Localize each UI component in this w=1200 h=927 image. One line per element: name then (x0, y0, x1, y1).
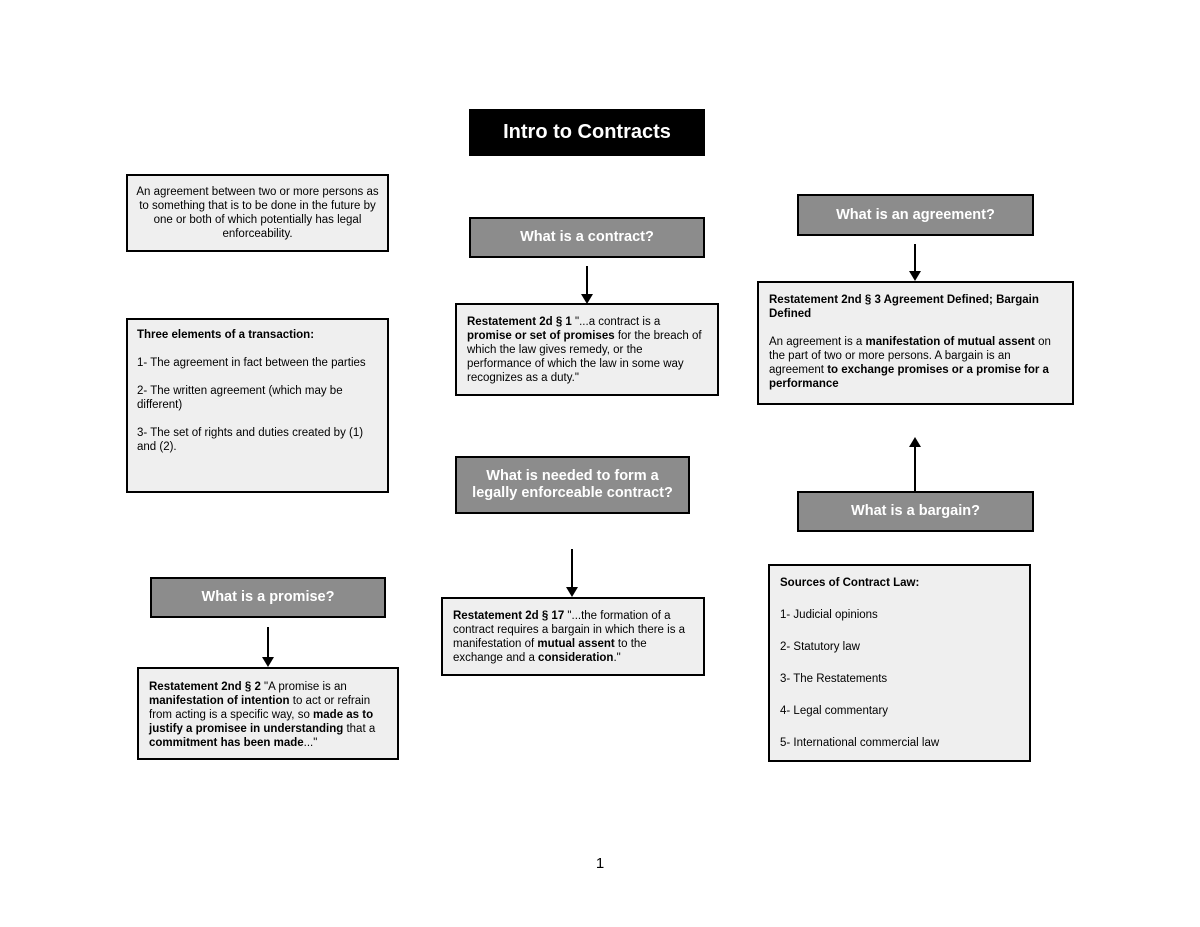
restatement-text: ." (613, 652, 621, 664)
restatement-ref: Restatement 2nd § 2 (149, 681, 261, 693)
restatement-emphasis: consideration (538, 652, 614, 664)
restatement-ref: Restatement 2d § 17 (453, 610, 565, 622)
agreement-definition-box: An agreement between two or more persons… (126, 174, 389, 252)
restatement-text: An agreement is a (769, 336, 866, 348)
what-is-agreement-header: What is an agreement? (797, 194, 1034, 236)
arrow-down-icon (908, 244, 922, 281)
restatement-3-box: Restatement 2nd § 3 Agreement Defined; B… (757, 281, 1074, 405)
restatement-2-box: Restatement 2nd § 2 "A promise is an man… (137, 667, 399, 760)
what-is-needed-header: What is needed to form a legally enforce… (455, 456, 690, 514)
what-is-promise-header: What is a promise? (150, 577, 386, 618)
restatement-emphasis: commitment has been made (149, 737, 304, 749)
source-item: 3- The Restatements (780, 673, 888, 685)
restatement-text: ..." (303, 737, 318, 749)
restatement-text: "...the formation of a contract requires… (453, 610, 686, 650)
source-item: 2- Statutory law (780, 641, 860, 653)
restatement-emphasis: made as to justify a promisee in underst… (149, 709, 374, 735)
source-item: 4- Legal commentary (780, 705, 889, 717)
restatement-emphasis: to exchange promises or a promise for a … (769, 364, 1049, 390)
arrow-down-icon (261, 627, 275, 667)
arrow-down-icon (580, 266, 594, 304)
page-number: 1 (595, 855, 605, 872)
restatement-emphasis: manifestation of intention (149, 695, 290, 707)
restatement-ref: Restatement 2nd § 3 Agreement Defined; B… (769, 294, 1039, 320)
sources-heading: Sources of Contract Law: (780, 577, 920, 589)
restatement-text: "A promise is an (260, 681, 347, 693)
restatement-emphasis: promise or set of promises (467, 330, 615, 342)
restatement-emphasis: manifestation of mutual assent (865, 336, 1035, 348)
transaction-elements-box: Three elements of a transaction: 1- The … (126, 318, 389, 493)
restatement-text: on the part of two or more persons. A ba… (769, 336, 1051, 376)
source-item: 5- International commercial law (780, 737, 940, 749)
what-is-bargain-header: What is a bargain? (797, 491, 1034, 532)
source-item: 1- Judicial opinions (780, 609, 878, 621)
restatement-text: to the exchange and a (453, 638, 647, 664)
restatement-ref: Restatement 2d § 1 (467, 316, 572, 328)
restatement-17-box: Restatement 2d § 17 "...the formation of… (441, 597, 705, 676)
arrow-down-icon (565, 549, 579, 597)
restatement-text: to act or refrain from acting is a speci… (149, 695, 371, 721)
what-is-contract-header: What is a contract? (469, 217, 705, 258)
agreement-definition-text: An agreement between two or more persons… (136, 186, 379, 240)
arrow-up-icon (908, 437, 922, 491)
transaction-element-item: 2- The written agreement (which may be d… (137, 385, 343, 411)
restatement-1-box: Restatement 2d § 1 "...a contract is a p… (455, 303, 719, 396)
contract-law-sources-box: Sources of Contract Law: 1- Judicial opi… (768, 564, 1031, 762)
restatement-emphasis: mutual assent (537, 638, 615, 650)
restatement-text: "...a contract is a (571, 316, 661, 328)
restatement-text: for the breach of which the law gives re… (467, 330, 702, 384)
page-title: Intro to Contracts (469, 109, 705, 156)
restatement-text: that a (343, 723, 376, 735)
transaction-element-item: 1- The agreement in fact between the par… (137, 357, 366, 369)
transaction-element-item: 3- The set of rights and duties created … (137, 427, 364, 453)
transaction-elements-heading: Three elements of a transaction: (137, 329, 315, 341)
